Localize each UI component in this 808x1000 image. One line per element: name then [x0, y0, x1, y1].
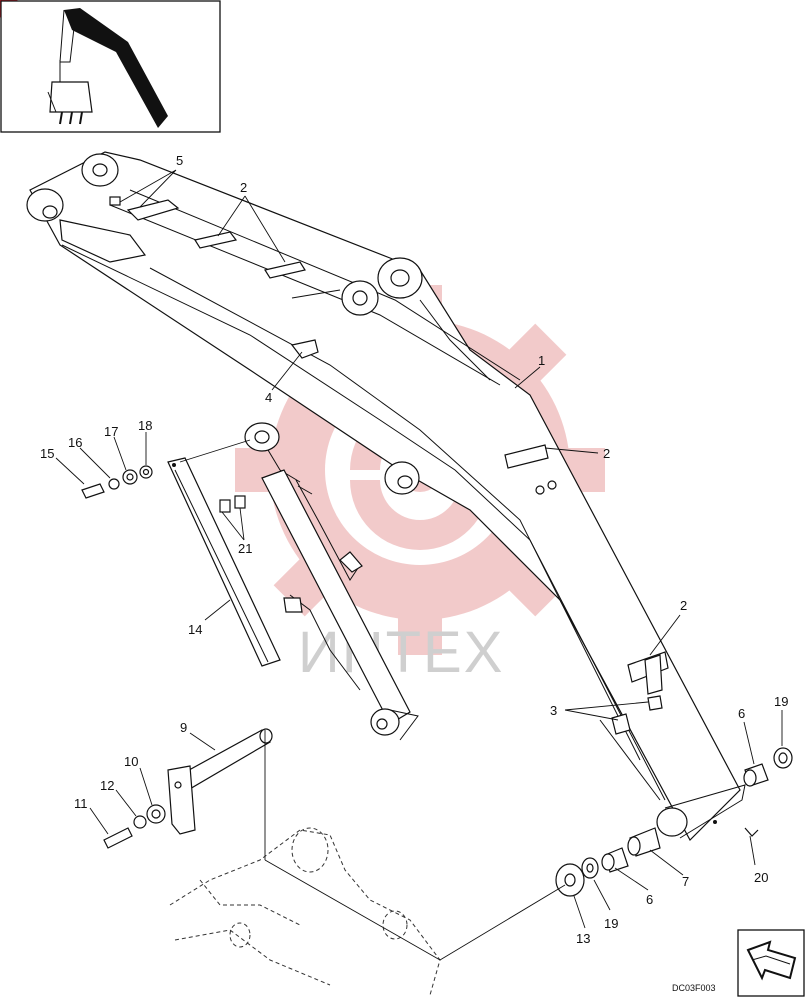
drawing-code: DC03F003 [672, 983, 716, 993]
arm-assembly [26, 151, 746, 841]
callout-4: 4 [265, 390, 272, 405]
callout-21: 21 [238, 541, 252, 556]
bushing-parts [555, 747, 793, 897]
callout-1: 1 [538, 353, 545, 368]
excavator-thumbnail-icon [0, 0, 221, 133]
callout-17: 17 [104, 424, 118, 439]
pin-assembly [103, 728, 273, 849]
bolt-hardware-upper [81, 465, 153, 499]
callout-6: 6 [646, 892, 653, 907]
watermark-text: ИНТЕХ [298, 620, 504, 685]
guard-plate [167, 439, 281, 667]
callout-11: 11 [74, 796, 88, 811]
callout-13: 13 [576, 931, 590, 946]
callout-19: 19 [774, 694, 788, 709]
callout-14: 14 [188, 622, 202, 637]
callout-12: 12 [100, 778, 114, 793]
callout-2: 2 [680, 598, 687, 613]
callout-5: 5 [176, 153, 183, 168]
callout-7: 7 [682, 874, 689, 889]
callout-labels: 1 2 2 2 3 4 5 6 6 7 9 10 11 12 13 14 15 … [40, 153, 788, 946]
callout-20: 20 [754, 870, 768, 885]
callout-2: 2 [603, 446, 610, 461]
bucket-cylinder [244, 422, 419, 741]
callout-3: 3 [550, 703, 557, 718]
callout-9: 9 [180, 720, 187, 735]
boom-outline-dashed [169, 730, 566, 996]
callout-18: 18 [138, 418, 152, 433]
callout-19: 19 [604, 916, 618, 931]
plate-parts [109, 196, 759, 837]
direction-arrow-icon [737, 929, 805, 997]
callout-15: 15 [40, 446, 54, 461]
callout-6: 6 [738, 706, 745, 721]
leader-lines [55, 169, 783, 929]
callout-10: 10 [124, 754, 138, 769]
callout-16: 16 [68, 435, 82, 450]
callout-2: 2 [240, 180, 247, 195]
